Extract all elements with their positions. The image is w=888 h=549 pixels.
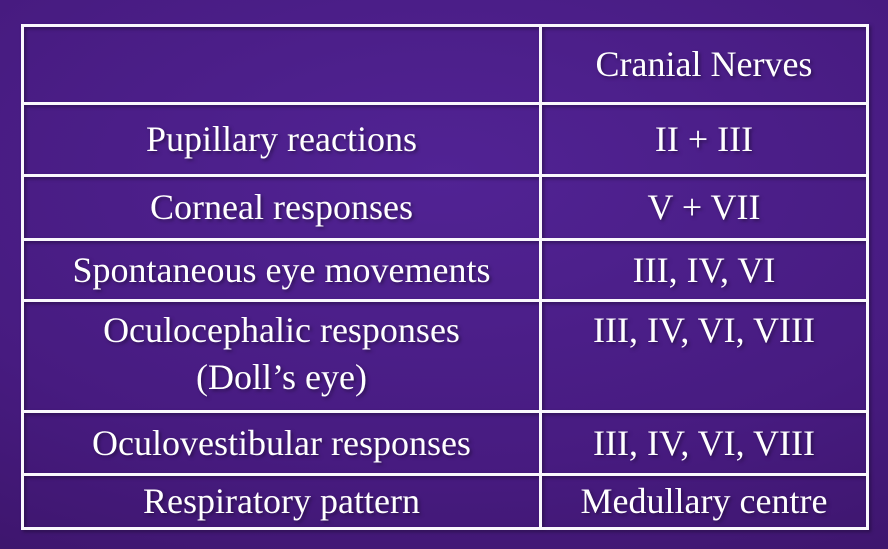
row-label-pupillary: Pupillary reactions: [21, 102, 542, 177]
row-label-oculocephalic-line1: Oculocephalic responses: [103, 310, 460, 350]
row-value-spontaneous-eye: III, IV, VI: [539, 238, 869, 302]
table-row-oculovestibular: Oculovestibular responses III, IV, VI, V…: [21, 410, 869, 476]
row-value-pupillary: II + III: [539, 102, 869, 177]
row-label-spontaneous-eye: Spontaneous eye movements: [21, 238, 542, 302]
table-header-row: Cranial Nerves: [21, 24, 869, 105]
table-row-respiratory: Respiratory pattern Medullary centre: [21, 473, 869, 530]
row-value-respiratory: Medullary centre: [539, 473, 869, 530]
header-empty-cell: [21, 24, 542, 105]
row-label-oculovestibular: Oculovestibular responses: [21, 410, 542, 476]
table-row-pupillary: Pupillary reactions II + III: [21, 102, 869, 177]
table-row-oculocephalic: Oculocephalic responses (Doll’s eye) III…: [21, 299, 869, 413]
row-value-oculocephalic: III, IV, VI, VIII: [539, 299, 869, 413]
row-label-oculocephalic: Oculocephalic responses (Doll’s eye): [21, 299, 542, 413]
table-row-spontaneous-eye: Spontaneous eye movements III, IV, VI: [21, 238, 869, 302]
row-label-oculocephalic-line2: (Doll’s eye): [196, 356, 367, 397]
header-cranial-nerves: Cranial Nerves: [539, 24, 869, 105]
cranial-nerves-table: Cranial Nerves Pupillary reactions II + …: [21, 24, 869, 530]
row-label-corneal: Corneal responses: [21, 174, 542, 241]
table-row-corneal: Corneal responses V + VII: [21, 174, 869, 241]
row-value-corneal: V + VII: [539, 174, 869, 241]
row-label-respiratory: Respiratory pattern: [21, 473, 542, 530]
row-value-oculovestibular: III, IV, VI, VIII: [539, 410, 869, 476]
